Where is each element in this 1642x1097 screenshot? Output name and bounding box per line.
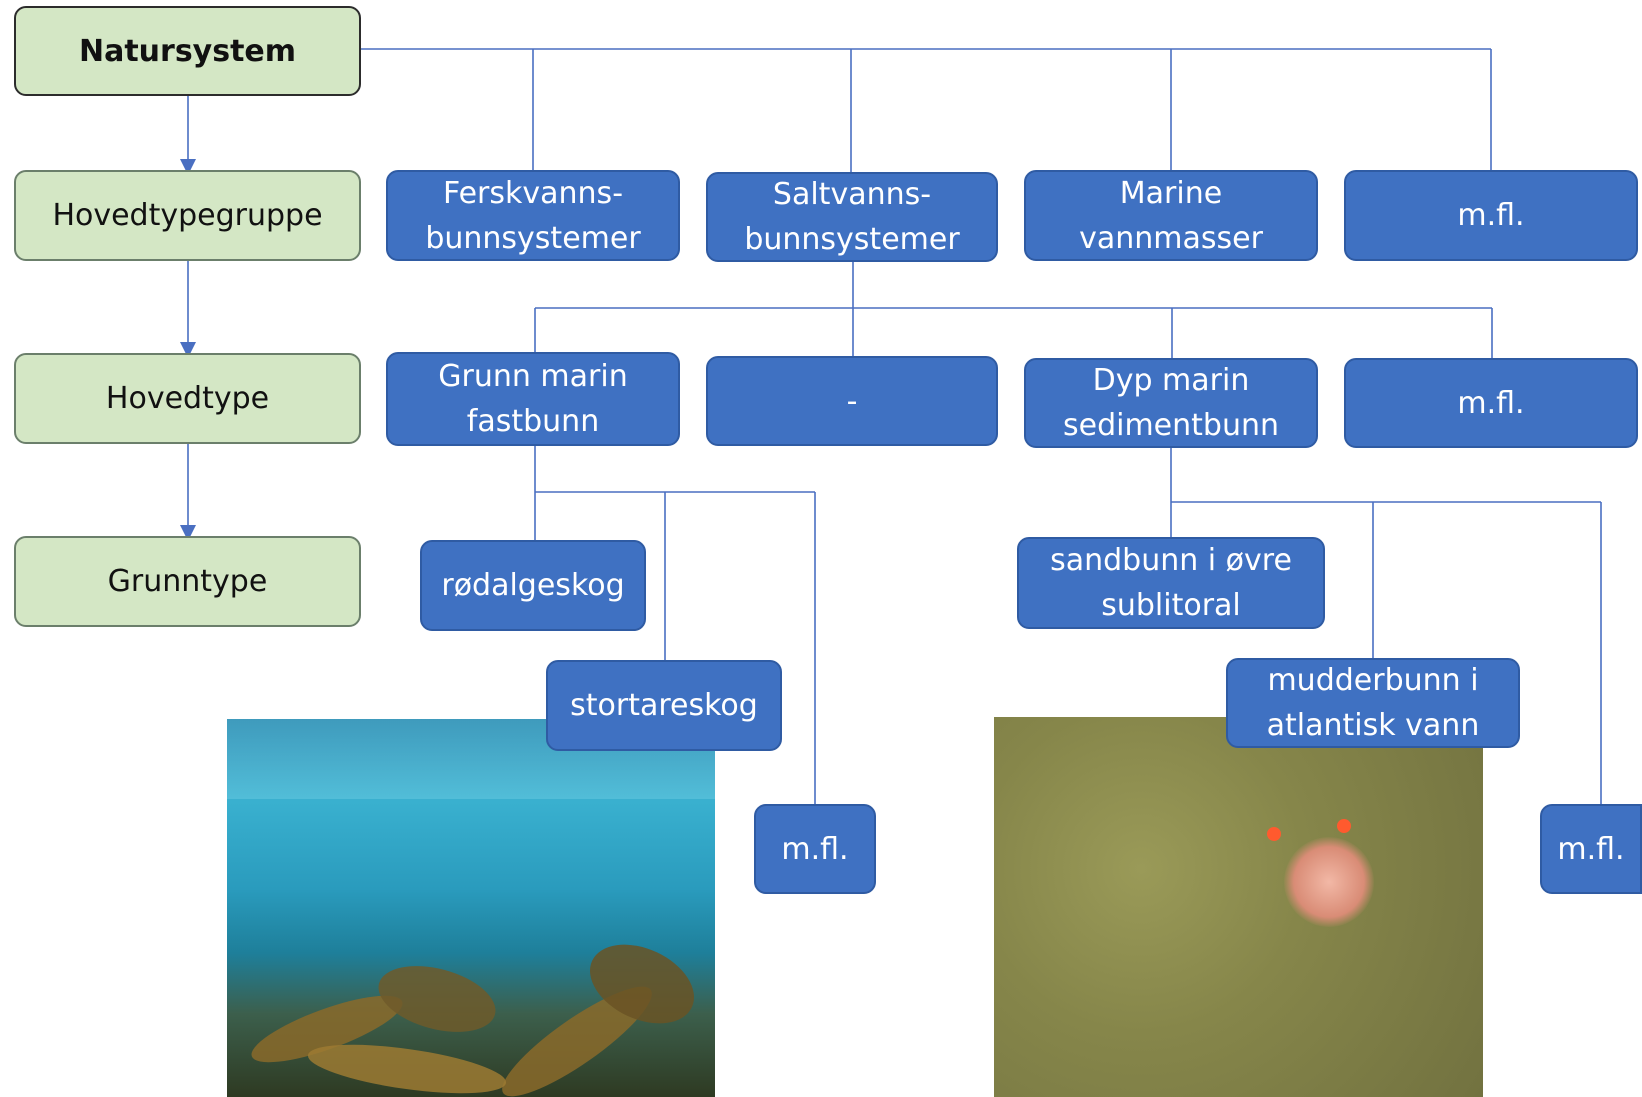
node-hovedtypegruppe-mfl-label: m.fl. (1457, 198, 1525, 233)
kelp-forest-photo (227, 719, 715, 1097)
node-marine-vannmasser: Marine vannmasser (1024, 170, 1318, 261)
seabed-anemone-photo (994, 717, 1483, 1097)
node-hovedtype-mfl-label: m.fl. (1457, 385, 1525, 421)
node-rodalgeskog-label: rødalgeskog (441, 568, 625, 603)
node-dyp-mfl-label: m.fl. (1557, 831, 1625, 867)
node-hovedtype-mfl: m.fl. (1344, 358, 1638, 448)
node-dyp-marin-sedimentbunn: Dyp marin sedimentbunn (1024, 358, 1318, 448)
node-dyp-mfl: m.fl. (1540, 804, 1642, 894)
node-dash-label: - (846, 383, 858, 419)
level-natursystem: Natursystem (14, 6, 361, 96)
level-hovedtypegruppe-label: Hovedtypegruppe (52, 198, 323, 233)
node-ferskvanns-bunnsystemer: Ferskvanns- bunnsystemer (386, 170, 680, 261)
node-sandbunn-label: sandbunn i øvre sublitoral (1050, 543, 1292, 623)
node-stortareskog: stortareskog (546, 660, 782, 751)
node-hovedtype-dash: - (706, 356, 998, 446)
node-saltvanns-bunnsystemer: Saltvanns- bunnsystemer (706, 172, 998, 262)
node-saltvanns-label: Saltvanns- bunnsystemer (744, 177, 960, 257)
node-sandbunn-ovre-sublitoral: sandbunn i øvre sublitoral (1017, 537, 1325, 629)
level-natursystem-label: Natursystem (78, 33, 297, 69)
level-hovedtype-label: Hovedtype (105, 381, 270, 416)
node-mudderbunn-label: mudderbunn i atlantisk vann (1266, 663, 1480, 743)
node-mudderbunn-atlantisk-vann: mudderbunn i atlantisk vann (1226, 658, 1520, 748)
node-ferskvanns-label: Ferskvanns- bunnsystemer (425, 175, 641, 256)
node-dyp-label: Dyp marin sedimentbunn (1062, 363, 1279, 443)
node-rodalgeskog: rødalgeskog (420, 540, 646, 631)
level-grunntype-label: Grunntype (107, 564, 268, 599)
node-grunn-label: Grunn marin fastbunn (438, 359, 628, 439)
node-marine-label: Marine vannmasser (1079, 175, 1263, 256)
level-hovedtypegruppe: Hovedtypegruppe (14, 170, 361, 261)
node-stortareskog-label: stortareskog (570, 688, 758, 723)
level-hovedtype: Hovedtype (14, 353, 361, 444)
node-hovedtypegruppe-mfl: m.fl. (1344, 170, 1638, 261)
node-grunn-marin-fastbunn: Grunn marin fastbunn (386, 352, 680, 446)
level-grunntype: Grunntype (14, 536, 361, 627)
node-grunn-mfl-label: m.fl. (781, 831, 849, 867)
node-grunn-mfl: m.fl. (754, 804, 876, 894)
